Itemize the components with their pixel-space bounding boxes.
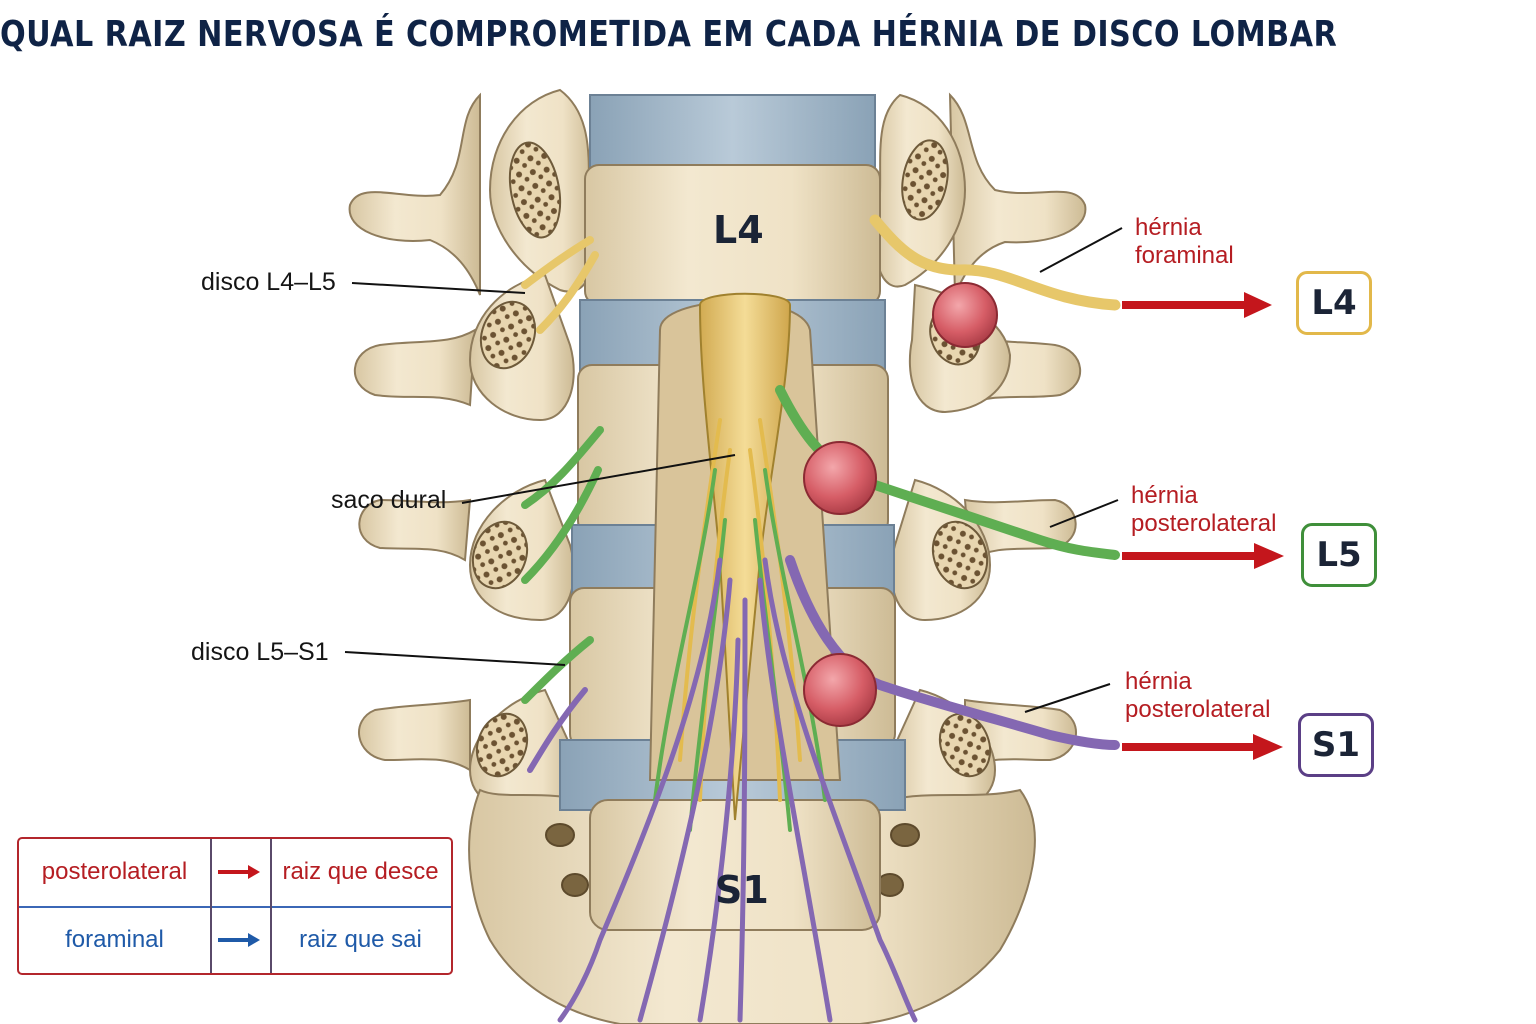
herniation-label-foraminal: hérnia foraminal bbox=[1135, 214, 1234, 270]
legend-row-posterolateral: posterolateral raiz que desce bbox=[19, 839, 451, 905]
herniation-posterolateral-l4-l5 bbox=[803, 441, 877, 515]
herniation-label-line2: posterolateral bbox=[1125, 696, 1271, 723]
herniation-label-line2: foraminal bbox=[1135, 242, 1234, 269]
leader-lines bbox=[344, 227, 1123, 713]
root-box-l4: L4 bbox=[1296, 271, 1372, 335]
page-title: QUAL RAIZ NERVOSA É COMPROMETIDA EM CADA… bbox=[0, 14, 1338, 55]
label-dural-sac: saco dural bbox=[331, 486, 447, 514]
legend-row-foraminal: foraminal raiz que sai bbox=[19, 907, 451, 973]
vertebra-label-upper: L4 bbox=[713, 208, 764, 252]
herniation-foraminal-l4-l5 bbox=[932, 282, 998, 348]
label-disc-l5-s1: disco L5–S1 bbox=[191, 638, 329, 666]
vertebra-label-lower: S1 bbox=[715, 868, 769, 912]
legend-divider-vertical bbox=[210, 839, 212, 973]
herniation-posterolateral-l5-s1 bbox=[803, 653, 877, 727]
arrow-right-icon bbox=[210, 907, 270, 973]
right-nerve-roots bbox=[775, 214, 1121, 750]
legend-type-posterolateral: posterolateral bbox=[41, 858, 188, 885]
l5-descending-root bbox=[775, 385, 1120, 560]
s1-descending-root bbox=[785, 555, 1120, 750]
sacral-foramina bbox=[545, 823, 920, 897]
herniation-label-posterolateral-s1: hérnia posterolateral bbox=[1125, 668, 1270, 724]
root-arrows bbox=[1122, 292, 1284, 760]
herniation-label-line1: hérnia bbox=[1135, 214, 1202, 241]
herniations bbox=[803, 282, 998, 727]
herniation-label-line2: posterolateral bbox=[1131, 510, 1277, 537]
legend-result-exiting: raiz que sai bbox=[299, 926, 422, 953]
root-box-s1: S1 bbox=[1298, 713, 1374, 777]
legend-table: posterolateral raiz que desce foraminal … bbox=[17, 837, 453, 975]
legend-type-foraminal: foraminal bbox=[65, 926, 164, 953]
l4-exiting-root bbox=[869, 214, 1121, 311]
left-nerve-roots bbox=[521, 236, 604, 773]
cauda-equina bbox=[557, 418, 918, 1023]
label-disc-l4-l5: disco L4–L5 bbox=[201, 268, 336, 296]
legend-divider-vertical bbox=[270, 839, 272, 973]
legend-result-descending: raiz que desce bbox=[282, 858, 439, 885]
herniation-label-line1: hérnia bbox=[1131, 482, 1198, 509]
herniation-label-line1: hérnia bbox=[1125, 668, 1192, 695]
left-spongy-bone bbox=[471, 141, 562, 778]
root-box-l5: L5 bbox=[1301, 523, 1377, 587]
legend-divider-horizontal bbox=[19, 906, 451, 908]
herniation-label-posterolateral-l5: hérnia posterolateral bbox=[1131, 482, 1276, 538]
arrow-right-icon bbox=[210, 839, 270, 905]
